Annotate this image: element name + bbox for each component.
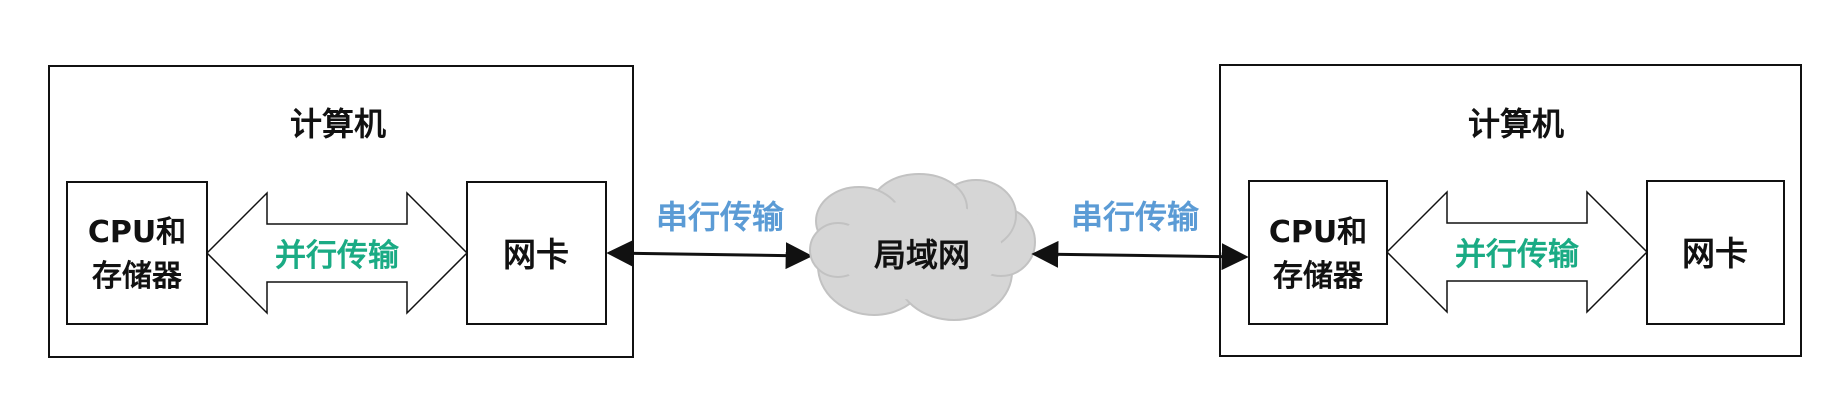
- right-serial-arrow: [1031, 240, 1249, 271]
- left-cpu-memory-box: CPU和 存储器: [66, 181, 208, 325]
- right-serial-label: 串行传输: [1071, 198, 1200, 236]
- left-cpu-label-line2: 存储器: [92, 259, 183, 294]
- right-cpu-memory-box: CPU和 存储器: [1248, 180, 1388, 325]
- cloud-icon: [809, 173, 1036, 321]
- left-serial-arrow: [606, 239, 813, 270]
- left-cpu-label-line1: CPU和: [88, 215, 186, 250]
- right-computer-title: 计算机: [1468, 105, 1564, 143]
- left-nic-label: 网卡: [503, 235, 569, 274]
- left-parallel-label: 并行传输: [275, 238, 400, 274]
- right-parallel-label: 并行传输: [1455, 237, 1580, 273]
- left-serial-link: 串行传输: [606, 198, 813, 270]
- left-computer-frame: [48, 65, 634, 358]
- right-serial-link: 串行传输: [1031, 198, 1249, 271]
- left-computer-title: 计算机: [290, 105, 386, 143]
- right-nic-label: 网卡: [1682, 234, 1748, 273]
- right-computer: 计算机 CPU和 存储器 并行传输 网卡: [1219, 64, 1802, 357]
- right-computer-frame: [1219, 64, 1802, 357]
- right-cpu-label-line1: CPU和: [1269, 215, 1367, 250]
- right-cpu-label-line2: 存储器: [1273, 259, 1364, 294]
- right-parallel-arrow: 并行传输: [1385, 190, 1649, 314]
- lan-cloud: 局域网: [809, 173, 1036, 321]
- left-computer: 计算机 CPU和 存储器 并行传输 网卡: [48, 65, 634, 358]
- lan-label: 局域网: [874, 236, 970, 274]
- left-parallel-arrow: 并行传输: [205, 191, 469, 315]
- left-nic-box: 网卡: [466, 181, 607, 325]
- right-nic-box: 网卡: [1646, 180, 1785, 325]
- left-serial-label: 串行传输: [656, 198, 785, 236]
